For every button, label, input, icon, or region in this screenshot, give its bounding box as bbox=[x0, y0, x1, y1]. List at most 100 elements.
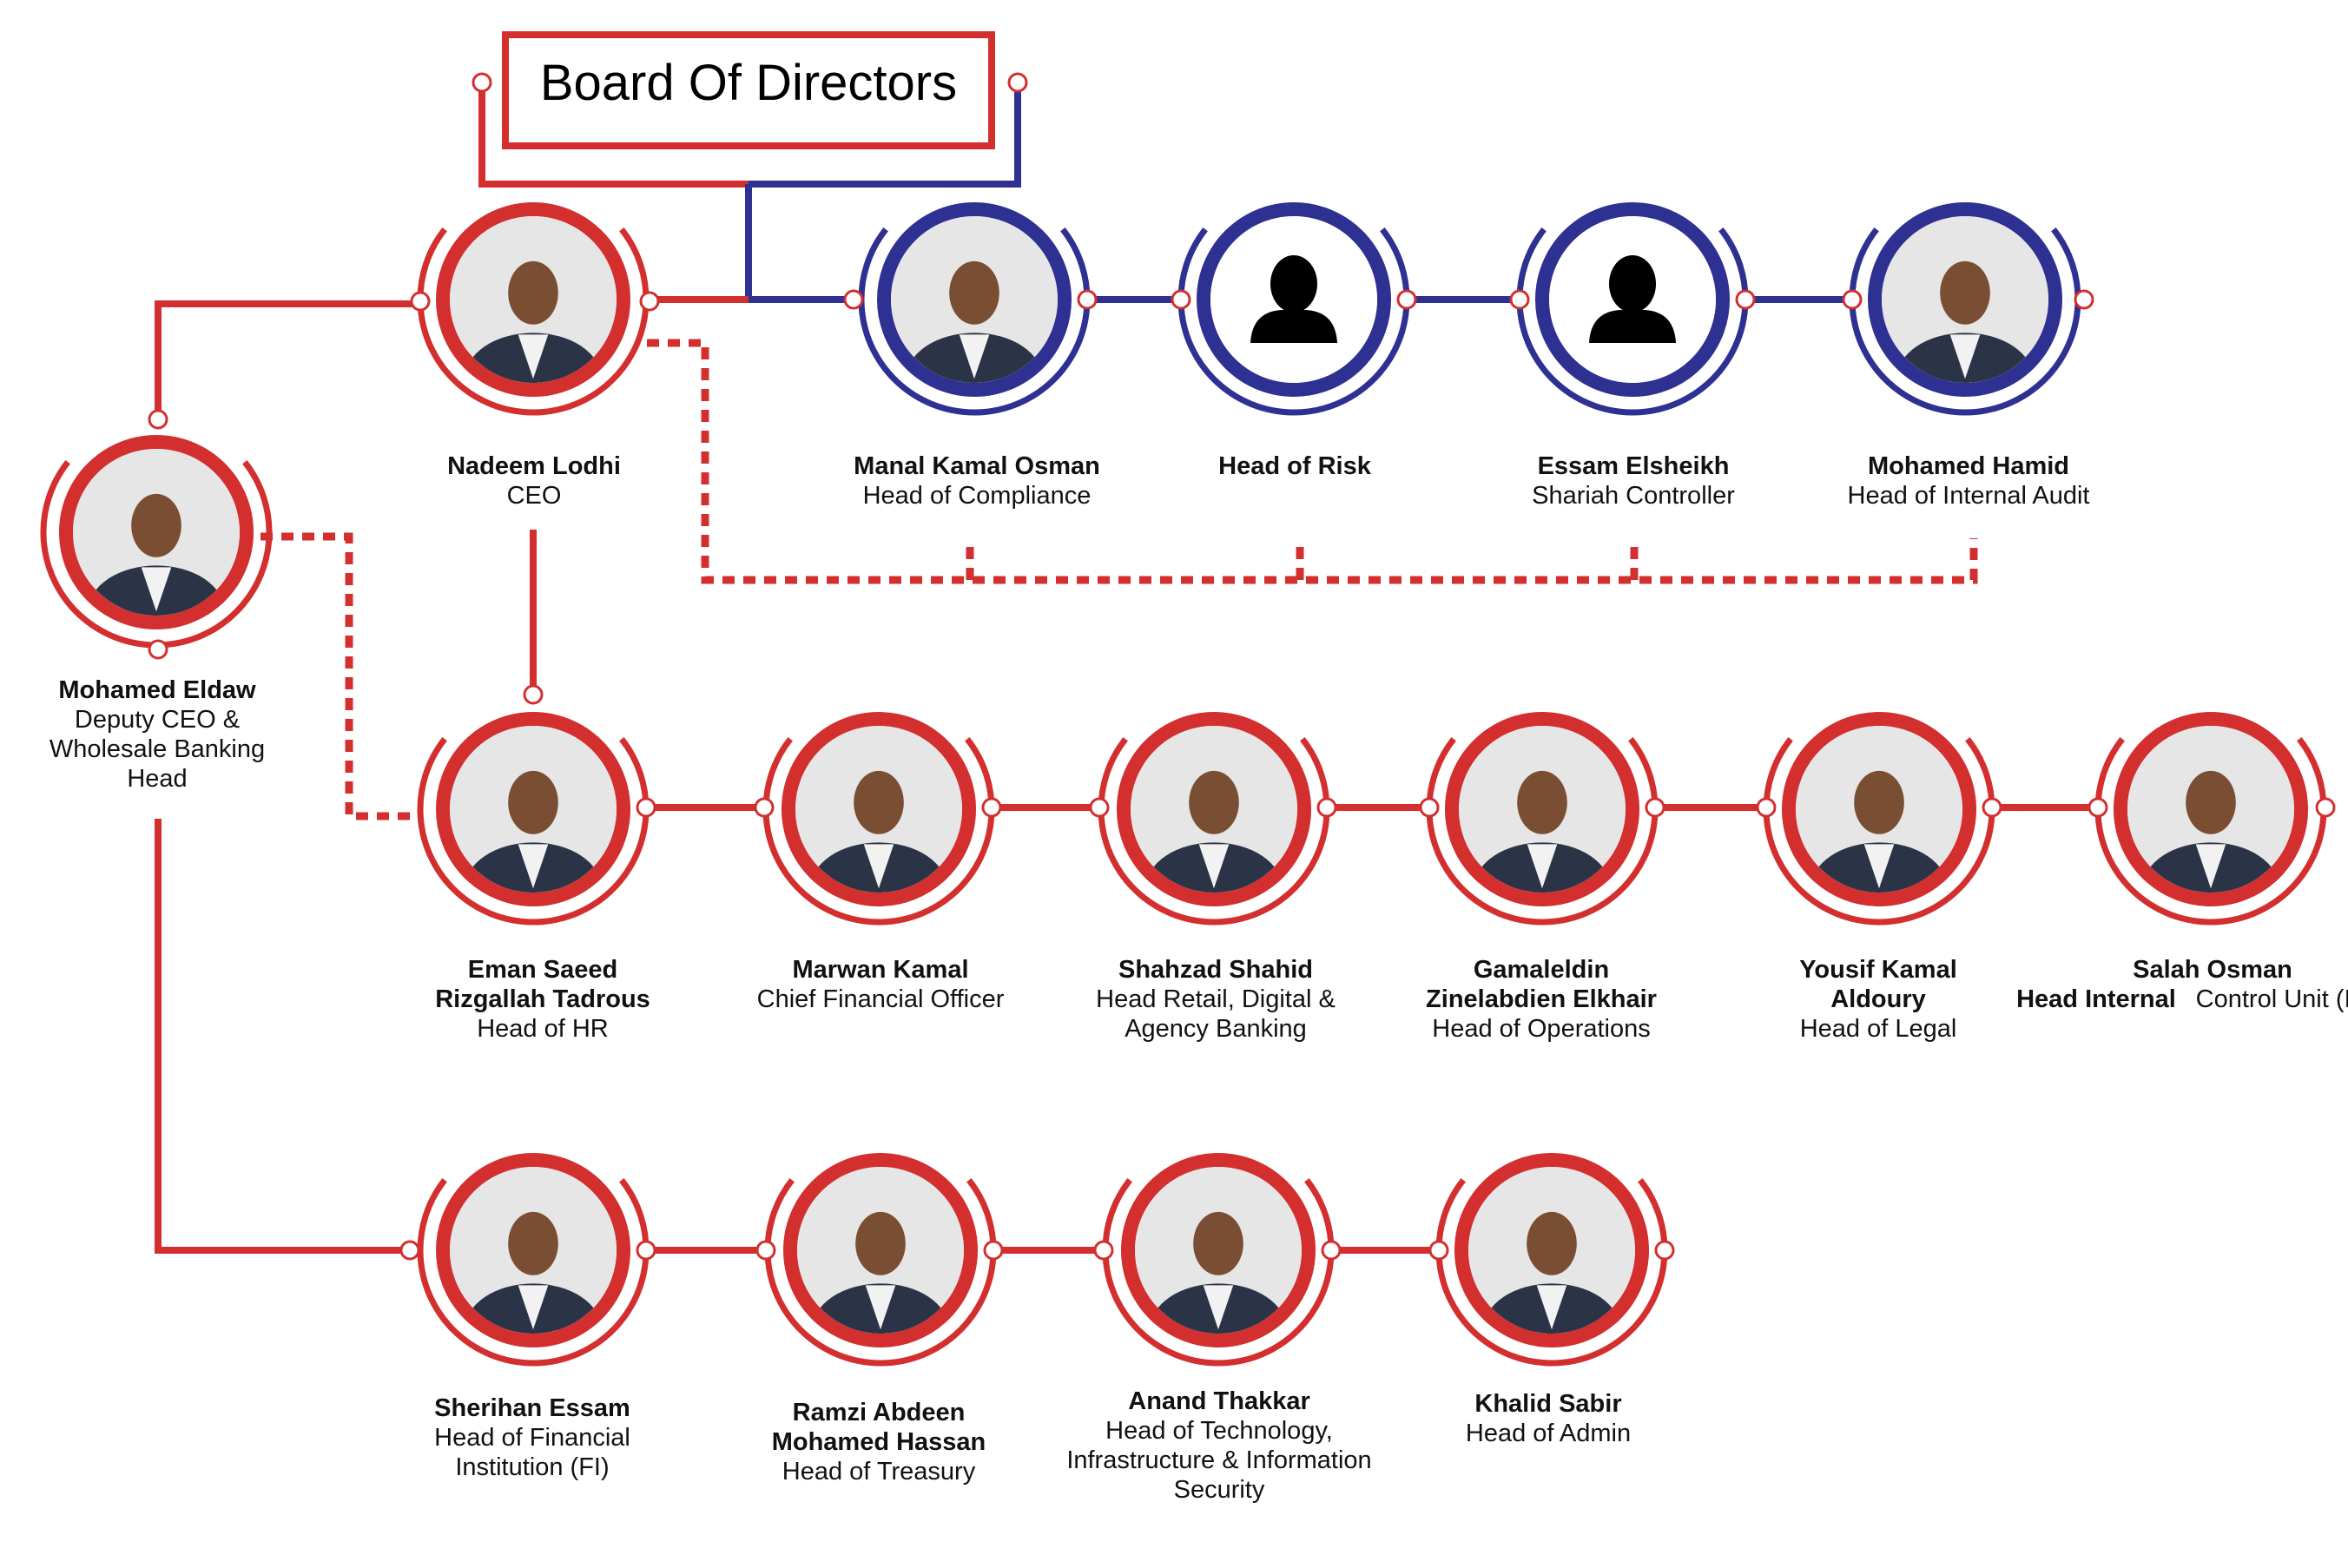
person-label-yousif: Yousif Kamal Aldoury Head of Legal bbox=[1765, 955, 1991, 1044]
portrait-collar bbox=[518, 844, 549, 889]
portrait-icon bbox=[1896, 260, 2034, 383]
connector-dot bbox=[755, 1240, 776, 1261]
person-label-ramzi: Ramzi Abdeen Mohamed Hassan Head of Trea… bbox=[753, 1398, 1005, 1486]
portrait-collar bbox=[1203, 1285, 1234, 1330]
connector-dot bbox=[983, 1240, 1004, 1261]
person-name: Marwan Kamal bbox=[792, 956, 969, 984]
connector-dots bbox=[148, 72, 2336, 1261]
person-name: Shahzad Shahid bbox=[1118, 956, 1313, 984]
connector-dot bbox=[410, 291, 431, 312]
portrait-icon bbox=[1145, 770, 1283, 893]
deputy-to-fi-line bbox=[155, 819, 410, 1254]
portrait-icon bbox=[1483, 1211, 1620, 1334]
connector-dot bbox=[1419, 797, 1440, 818]
person-label-essam: Essam Elsheikh Shariah Controller bbox=[1532, 451, 1735, 511]
connector-dot bbox=[1171, 289, 1191, 310]
portrait-head bbox=[508, 260, 558, 325]
person-role: Head Retail, Digital & Agency Banking bbox=[1096, 985, 1336, 1043]
connector-dot bbox=[1428, 1240, 1449, 1261]
portrait-head bbox=[1940, 260, 1990, 325]
person-name: Head of Risk bbox=[1218, 452, 1371, 480]
person-name: Manal Kamal Osman bbox=[854, 452, 1100, 480]
portrait-head bbox=[1189, 770, 1239, 834]
board-of-directors-box: Board Of Directors bbox=[502, 31, 995, 149]
silhouette-head bbox=[1270, 255, 1317, 313]
portrait-icon bbox=[1150, 1211, 1287, 1334]
person-name: Mohamed Eldaw bbox=[58, 676, 256, 704]
portrait-icon bbox=[2142, 770, 2279, 893]
person-role: Head of Treasury bbox=[782, 1458, 976, 1486]
connector-dot bbox=[1982, 797, 2002, 818]
person-node-ramzi bbox=[764, 1153, 997, 1367]
person-role: Head of Operations bbox=[1432, 1015, 1651, 1043]
silhouette-body bbox=[1589, 310, 1676, 343]
person-role: Head of Financial Institution (FI) bbox=[434, 1424, 630, 1481]
portrait-icon bbox=[1474, 770, 1611, 893]
portrait-head bbox=[855, 1211, 906, 1275]
person-name: Essam Elsheikh bbox=[1537, 452, 1730, 480]
portrait-icon bbox=[812, 1211, 949, 1334]
connector-dot bbox=[399, 1240, 420, 1261]
portrait-head bbox=[949, 260, 999, 325]
person-node-sherihan bbox=[417, 1153, 650, 1367]
person-role: Head of HR bbox=[477, 1015, 609, 1043]
portrait-collar bbox=[865, 1285, 896, 1330]
person-nodes bbox=[40, 202, 2327, 1367]
portrait-head bbox=[1854, 770, 1904, 834]
connector-dot bbox=[1735, 289, 1756, 310]
person-label-sherihan: Sherihan Essam Head of Financial Institu… bbox=[419, 1393, 645, 1482]
portrait-collar bbox=[141, 567, 172, 612]
board-to-compliance-line bbox=[745, 184, 854, 303]
person-label-eldaw: Mohamed Eldaw Deputy CEO & Wholesale Ban… bbox=[27, 675, 287, 794]
connector-dot bbox=[1509, 289, 1530, 310]
person-role-rest: Control Unit (ICU) bbox=[2195, 985, 2348, 1013]
person-role: Head of Technology, Infrastructure & Inf… bbox=[1066, 1417, 1372, 1504]
portrait-collar bbox=[1863, 844, 1895, 889]
connector-dot bbox=[636, 1240, 656, 1261]
ceo-dotted-control-line bbox=[647, 339, 1978, 584]
person-node-essam bbox=[1516, 202, 1749, 416]
person-node-risk bbox=[1177, 202, 1410, 416]
connector-dot bbox=[636, 797, 656, 818]
person-role: CEO bbox=[506, 482, 562, 510]
connector-dot bbox=[1756, 797, 1777, 818]
person-name: Nadeem Lodhi bbox=[447, 452, 621, 480]
connector-dot bbox=[2074, 289, 2094, 310]
person-node-nadeem bbox=[417, 202, 650, 416]
portrait-collar bbox=[1527, 844, 1558, 889]
portrait-head bbox=[508, 770, 558, 834]
person-node-hamid bbox=[1849, 202, 2081, 416]
portrait-collar bbox=[1536, 1285, 1567, 1330]
portrait-icon bbox=[465, 260, 602, 383]
person-label-gamal: Gamaleldin Zinelabdien Elkhair Head of O… bbox=[1407, 955, 1676, 1044]
person-name: Ramzi Abdeen Mohamed Hassan bbox=[771, 1399, 986, 1456]
portrait-collar bbox=[518, 1285, 549, 1330]
deputy-dotted-hr-line bbox=[261, 532, 420, 820]
person-name: Salah Osman bbox=[2133, 956, 2292, 984]
person-role: Head Internal Control Unit (ICU) bbox=[2016, 985, 2348, 1014]
connector-dot bbox=[1645, 797, 1665, 818]
person-name: Eman Saeed Rizgallah Tadrous bbox=[435, 956, 650, 1013]
connector-dot bbox=[523, 684, 544, 705]
board-to-ceo-line bbox=[478, 82, 749, 188]
connector-dot bbox=[639, 291, 660, 312]
person-label-manal: Manal Kamal Osman Head of Compliance bbox=[854, 451, 1100, 511]
person-label-salah: Salah Osman Head Internal Control Unit (… bbox=[2016, 955, 2348, 1014]
connector-dot bbox=[1321, 1240, 1342, 1261]
portrait-icon bbox=[465, 1211, 602, 1334]
person-label-hamid: Mohamed Hamid Head of Internal Audit bbox=[1848, 451, 2090, 511]
person-role: Head of Admin bbox=[1465, 1420, 1632, 1447]
person-label-anand: Anand Thakkar Head of Technology, Infras… bbox=[1054, 1387, 1384, 1505]
person-silhouette-icon bbox=[1589, 255, 1676, 343]
silhouette-head bbox=[1609, 255, 1656, 313]
person-node-khalid bbox=[1435, 1153, 1668, 1367]
portrait-head bbox=[1527, 1211, 1577, 1275]
person-node-manal bbox=[858, 202, 1091, 416]
portrait-icon bbox=[88, 493, 225, 616]
portrait-collar bbox=[863, 844, 894, 889]
portrait-collar bbox=[1949, 334, 1981, 379]
connector-dot bbox=[1093, 1240, 1114, 1261]
connector-dot bbox=[148, 409, 168, 430]
person-label-eman: Eman Saeed Rizgallah Tadrous Head of HR bbox=[412, 955, 673, 1044]
